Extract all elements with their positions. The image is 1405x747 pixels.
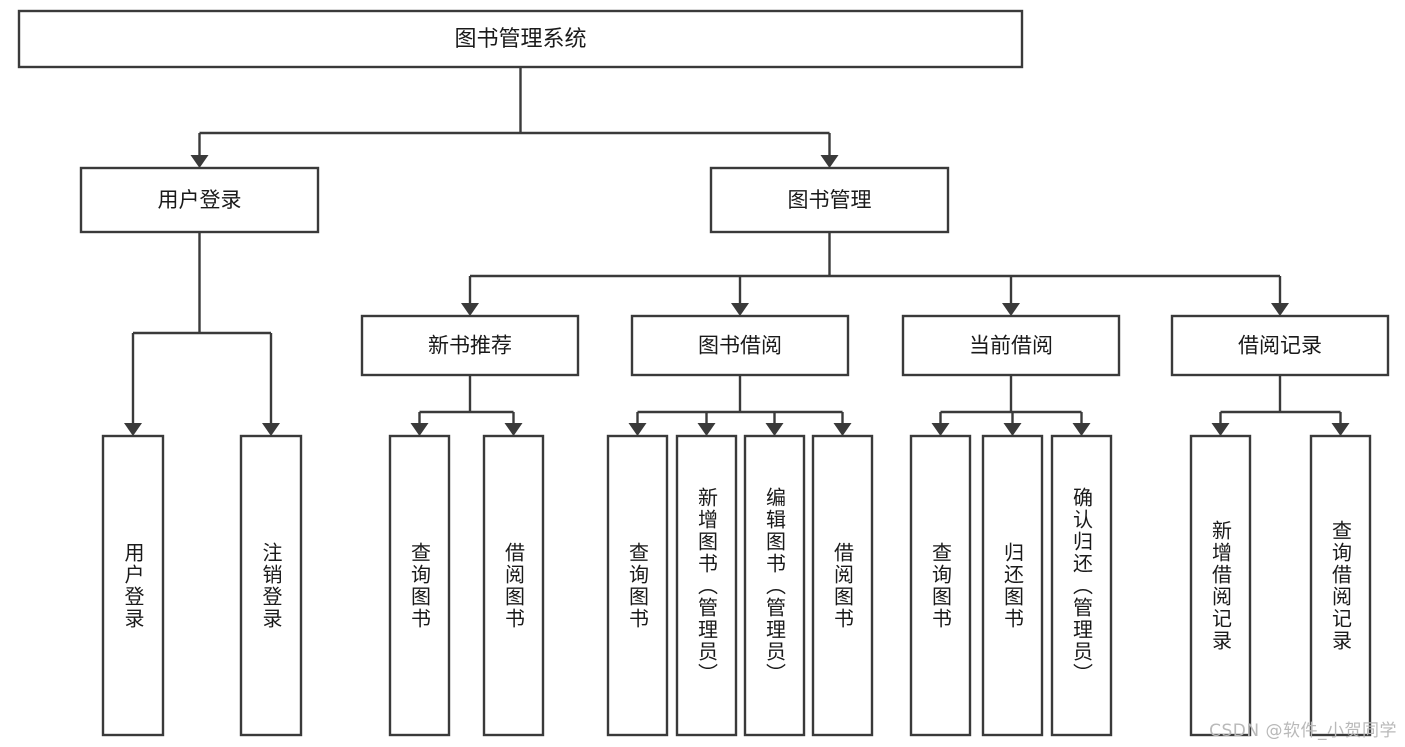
node-leaf-return-book-rect (981, 434, 1044, 737)
arrow-book-borrow-to-leaf-borrow-book-2 (833, 423, 852, 436)
connectors-layer (124, 67, 1350, 436)
arrow-root-to-user-login (190, 155, 209, 168)
node-user-login[interactable]: 用户登录 (79, 166, 320, 234)
node-new-book-rec-rect (360, 314, 580, 377)
node-leaf-query-book-2-rect (606, 434, 669, 737)
node-user-login-rect (79, 166, 320, 234)
arrow-book-borrow-to-leaf-query-book-2 (628, 423, 647, 436)
node-leaf-borrow-book-2-rect (811, 434, 874, 737)
node-borrow-record-label: 借阅记录 (1238, 334, 1322, 358)
node-leaf-borrow-book-1[interactable] (482, 434, 545, 737)
arrow-borrow-record-to-leaf-add-record (1211, 423, 1230, 436)
arrow-book-borrow-to-leaf-add-book (697, 423, 716, 436)
arrow-book-manage-to-current-borrow (1002, 303, 1020, 316)
node-book-borrow-rect (630, 314, 850, 377)
arrow-current-borrow-to-leaf-return-book (1003, 423, 1022, 436)
node-leaf-query-record[interactable] (1309, 434, 1372, 737)
node-leaf-add-book[interactable] (675, 434, 738, 737)
node-borrow-record-rect (1170, 314, 1390, 377)
node-title-book-management-system[interactable]: 图书管理系统 (17, 9, 1024, 69)
node-leaf-add-book-rect (675, 434, 738, 737)
node-leaf-user-login-rect (101, 434, 165, 737)
node-leaf-query-book-3-rect (909, 434, 972, 737)
node-leaf-logout[interactable] (239, 434, 303, 737)
node-leaf-query-book-1-rect (388, 434, 451, 737)
arrow-book-borrow-to-leaf-edit-book (765, 423, 784, 436)
node-leaf-user-login[interactable] (101, 434, 165, 737)
node-book-manage-label: 图书管理 (788, 188, 872, 212)
arrow-new-book-rec-to-leaf-query-book-1 (410, 423, 429, 436)
arrow-root-to-book-manage (820, 155, 839, 168)
node-book-manage[interactable]: 图书管理 (709, 166, 950, 234)
node-leaf-borrow-book-2[interactable] (811, 434, 874, 737)
node-new-book-rec[interactable]: 新书推荐 (360, 314, 580, 377)
arrow-book-manage-to-new-book-rec (461, 303, 479, 316)
node-current-borrow[interactable]: 当前借阅 (901, 314, 1121, 377)
node-leaf-edit-book-rect (743, 434, 806, 737)
arrow-new-book-rec-to-leaf-borrow-book-1 (504, 423, 523, 436)
node-leaf-query-book-3[interactable] (909, 434, 972, 737)
arrow-borrow-record-to-leaf-query-record (1331, 423, 1350, 436)
node-leaf-edit-book[interactable] (743, 434, 806, 737)
node-title-book-management-system-rect (17, 9, 1024, 69)
node-current-borrow-label: 当前借阅 (969, 334, 1053, 358)
node-leaf-query-book-1[interactable] (388, 434, 451, 737)
node-leaf-query-record-rect (1309, 434, 1372, 737)
node-title-book-management-system-label: 图书管理系统 (454, 27, 586, 52)
watermark-label: CSDN @软件_小贺同学 (1209, 721, 1397, 741)
node-book-borrow[interactable]: 图书借阅 (630, 314, 850, 377)
arrow-user-login-to-leaf-logout (262, 423, 280, 436)
node-borrow-record[interactable]: 借阅记录 (1170, 314, 1390, 377)
node-leaf-add-record-rect (1189, 434, 1252, 737)
node-leaf-query-book-2[interactable] (606, 434, 669, 737)
node-user-login-label: 用户登录 (158, 188, 242, 212)
node-leaf-confirm-return[interactable] (1050, 434, 1113, 737)
arrow-current-borrow-to-leaf-confirm-return (1072, 423, 1091, 436)
arrow-book-manage-to-borrow-record (1271, 303, 1289, 316)
node-current-borrow-rect (901, 314, 1121, 377)
node-leaf-confirm-return-rect (1050, 434, 1113, 737)
arrow-user-login-to-leaf-user-login (124, 423, 142, 436)
node-new-book-rec-label: 新书推荐 (428, 334, 512, 358)
arrow-current-borrow-to-leaf-query-book-3 (931, 423, 950, 436)
node-leaf-logout-rect (239, 434, 303, 737)
node-leaf-borrow-book-1-rect (482, 434, 545, 737)
arrow-book-manage-to-book-borrow (731, 303, 749, 316)
node-leaf-add-record[interactable] (1189, 434, 1252, 737)
node-leaf-return-book[interactable] (981, 434, 1044, 737)
node-book-manage-rect (709, 166, 950, 234)
node-book-borrow-label: 图书借阅 (698, 334, 782, 358)
